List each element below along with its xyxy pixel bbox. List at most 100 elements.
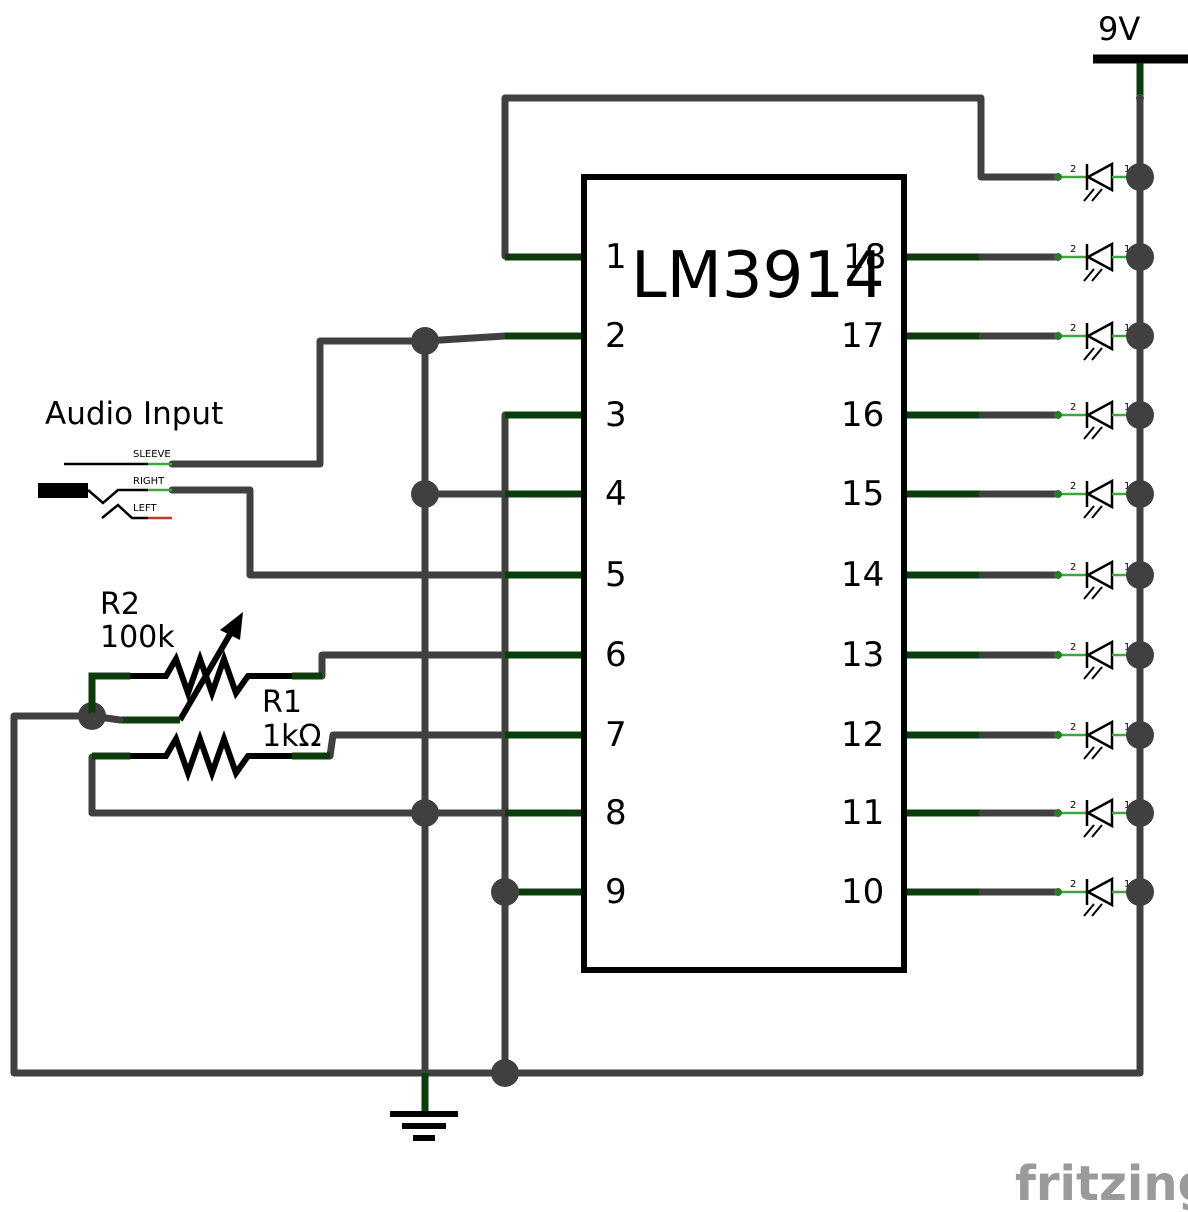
r2-wiper-wire <box>88 712 124 724</box>
pin-label-11: 11 <box>841 793 884 833</box>
pin-label-6: 6 <box>605 635 627 675</box>
wire-pin1-loop <box>501 94 1062 260</box>
led-lead-end <box>1054 571 1062 579</box>
pin-label-13: 13 <box>841 635 884 675</box>
pin-label-16: 16 <box>841 395 884 435</box>
jack-right-line <box>87 488 148 505</box>
led-arrow-1 <box>1083 505 1095 519</box>
chip-right-leads <box>904 253 982 896</box>
led-pin-label-cathode: 2 <box>1070 481 1076 492</box>
led-triangle <box>1085 161 1114 193</box>
led-arrow-2 <box>1091 586 1103 600</box>
junction-node <box>491 878 519 906</box>
pin-label-3: 3 <box>605 395 627 435</box>
vcc-rail-nodes <box>1126 163 1154 906</box>
junction-node <box>491 1059 519 1087</box>
led-pin-label-cathode: 2 <box>1070 800 1076 811</box>
wire-pin8 <box>88 753 509 817</box>
led-triangle <box>1085 876 1114 908</box>
junction-node <box>411 480 439 508</box>
led-arrow-1 <box>1083 188 1095 202</box>
resistor-r1: R1 1kΩ <box>92 685 330 783</box>
r2-wiper-arrow-shaft <box>177 622 239 722</box>
led-pin-label-cathode: 2 <box>1070 642 1076 653</box>
pin-label-14: 14 <box>841 555 884 595</box>
led-arrow-2 <box>1091 347 1103 361</box>
junction-node <box>411 799 439 827</box>
jack-sleeve-label: SLEEVE <box>133 449 171 460</box>
potentiometer-r2: R2 100k <box>88 587 322 724</box>
led-pin-label-cathode: 2 <box>1070 722 1076 733</box>
wire-pin7 <box>326 731 509 760</box>
pin-label-5: 5 <box>605 555 627 595</box>
led-pin-label-cathode: 2 <box>1070 323 1076 334</box>
r2-wiper-arrowhead <box>220 612 243 640</box>
led-lead-end <box>1054 651 1062 659</box>
wire-sleeve-pin2 <box>168 332 509 468</box>
rail-junction-node <box>1126 721 1154 749</box>
rail-junction-node <box>1126 243 1154 271</box>
rail-junction-node <box>1126 401 1154 429</box>
supply-label: 9V <box>1098 10 1140 48</box>
pin-label-17: 17 <box>841 316 884 356</box>
rail-junction-node <box>1126 561 1154 589</box>
led-lead-end <box>1054 809 1062 817</box>
led-triangle <box>1085 639 1114 671</box>
r1-value: 1kΩ <box>262 719 321 754</box>
lm3914-chip: LM3914 1 2 3 4 5 6 7 8 9 18 17 16 15 14 … <box>581 174 907 973</box>
led-triangle <box>1085 241 1114 273</box>
led-pin-label-anode: 1 <box>1124 562 1130 573</box>
pin-label-7: 7 <box>605 715 627 755</box>
led-pin-label-anode: 1 <box>1124 164 1130 175</box>
pin-label-18: 18 <box>843 237 886 277</box>
led-pin-label-cathode: 2 <box>1070 402 1076 413</box>
led-triangle <box>1085 719 1114 751</box>
pin-label-1: 1 <box>605 237 627 277</box>
jack-right-label: RIGHT <box>133 476 165 487</box>
wire-bottom-loop <box>10 712 509 1077</box>
led-pin-label-anode: 1 <box>1124 879 1130 890</box>
rail-junction-node <box>1126 878 1154 906</box>
led-arrow-1 <box>1083 903 1095 917</box>
rail-junction-node <box>1126 163 1154 191</box>
led-pin-label-cathode: 2 <box>1070 562 1076 573</box>
jack-plug-body <box>38 483 88 498</box>
led-arrow-2 <box>1091 824 1103 838</box>
fritzing-logo: fritzing <box>1015 1156 1188 1212</box>
led-triangle <box>1085 399 1114 431</box>
led-arrow-1 <box>1083 824 1095 838</box>
rail-junction-node <box>1126 322 1154 350</box>
junction-nodes <box>78 327 519 1087</box>
rail-junction-node <box>1126 641 1154 669</box>
led-lead-end <box>1054 731 1062 739</box>
led-arrow-2 <box>1091 746 1103 760</box>
led-arrow-2 <box>1091 903 1103 917</box>
led-arrow-2 <box>1091 666 1103 680</box>
led-arrow-1 <box>1083 268 1095 282</box>
audio-input-title: Audio Input <box>45 396 223 432</box>
chip-to-led-wires <box>978 253 1062 896</box>
led-triangle <box>1085 478 1114 510</box>
led-pin-label-anode: 1 <box>1124 244 1130 255</box>
led-arrow-2 <box>1091 188 1103 202</box>
pin-label-2: 2 <box>605 316 627 356</box>
led-pin-label-anode: 1 <box>1124 402 1130 413</box>
jack-left-line <box>101 503 148 520</box>
led-triangle <box>1085 320 1114 352</box>
pin-label-9: 9 <box>605 872 627 912</box>
led-lead-end <box>1054 888 1062 896</box>
led-arrow-1 <box>1083 347 1095 361</box>
led-pin-label-anode: 1 <box>1124 642 1130 653</box>
jack-left-label: LEFT <box>133 503 157 514</box>
led-pin-label-anode: 1 <box>1124 481 1130 492</box>
r1-zigzag <box>130 729 292 783</box>
